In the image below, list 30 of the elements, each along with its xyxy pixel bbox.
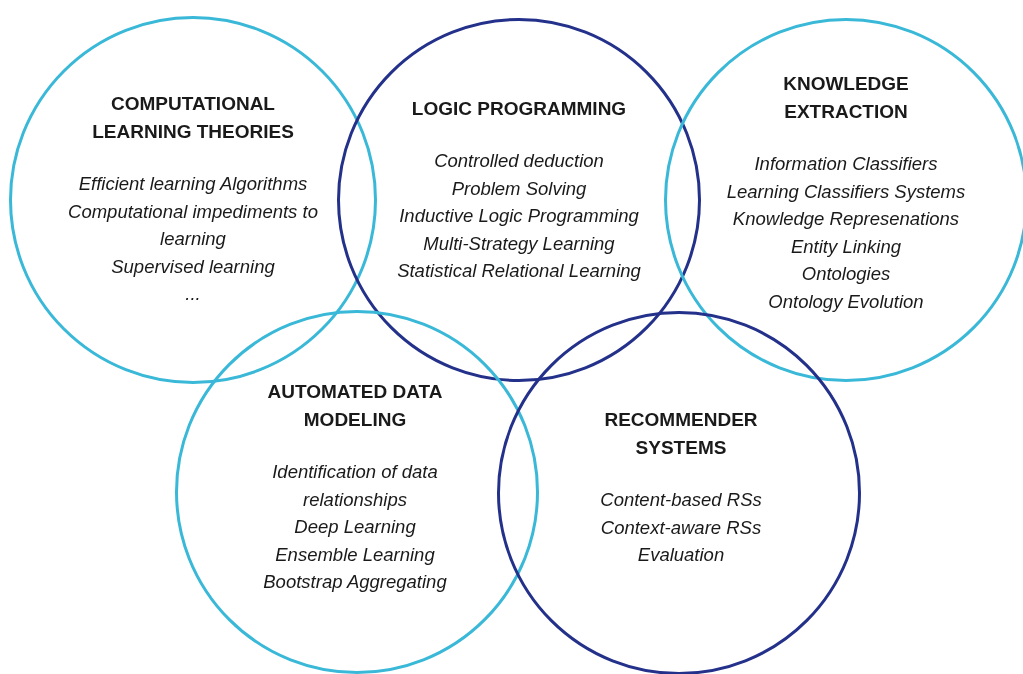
circle-heading: KNOWLEDGE EXTRACTION bbox=[782, 72, 910, 124]
topic-circle bbox=[337, 18, 701, 382]
topic-item: Bootstrap Aggregating bbox=[262, 570, 448, 594]
topic-circle bbox=[175, 310, 539, 674]
topic-item: Identification of data relationships bbox=[271, 460, 439, 512]
topic-item: Problem Solving bbox=[450, 176, 588, 201]
topic-item: Entity Linking bbox=[789, 234, 902, 259]
topic-item: Inductive Logic Programming bbox=[398, 204, 640, 228]
topic-item: Multi-Strategy Learning bbox=[422, 231, 616, 256]
circle-heading: AUTOMATED DATA MODELING bbox=[266, 380, 444, 432]
topic-item: Controlled deduction bbox=[433, 149, 605, 173]
topic-item: Statistical Relational Learning bbox=[396, 259, 642, 283]
topic-circle bbox=[9, 16, 377, 384]
topic-item: Ontologies bbox=[800, 262, 892, 286]
circle-heading: COMPUTATIONAL LEARNING THEORIES bbox=[91, 92, 295, 144]
topic-item: Deep Learning bbox=[293, 515, 417, 539]
topic-item: Ensemble Learning bbox=[274, 542, 436, 567]
topic-item: Context-aware RSs bbox=[599, 515, 763, 540]
topic-item: Supervised learning bbox=[110, 254, 276, 279]
topic-item: Knowledge Represenations bbox=[731, 207, 961, 231]
topic-item: Computational impediments to learning bbox=[67, 199, 319, 251]
topic-item: Ontology Evolution bbox=[767, 289, 925, 314]
topic-item: Content-based RSs bbox=[599, 488, 763, 512]
topic-item: Learning Classifiers Systems bbox=[725, 179, 967, 204]
topic-item: ... bbox=[184, 282, 202, 306]
topic-item: Evaluation bbox=[636, 543, 726, 567]
topic-item: Information Classifiers bbox=[753, 152, 939, 176]
circle-heading: RECOMMENDER SYSTEMS bbox=[603, 408, 759, 460]
circle-heading: LOGIC PROGRAMMING bbox=[410, 97, 628, 121]
topic-item: Efficient learning Algorithms bbox=[77, 172, 309, 196]
